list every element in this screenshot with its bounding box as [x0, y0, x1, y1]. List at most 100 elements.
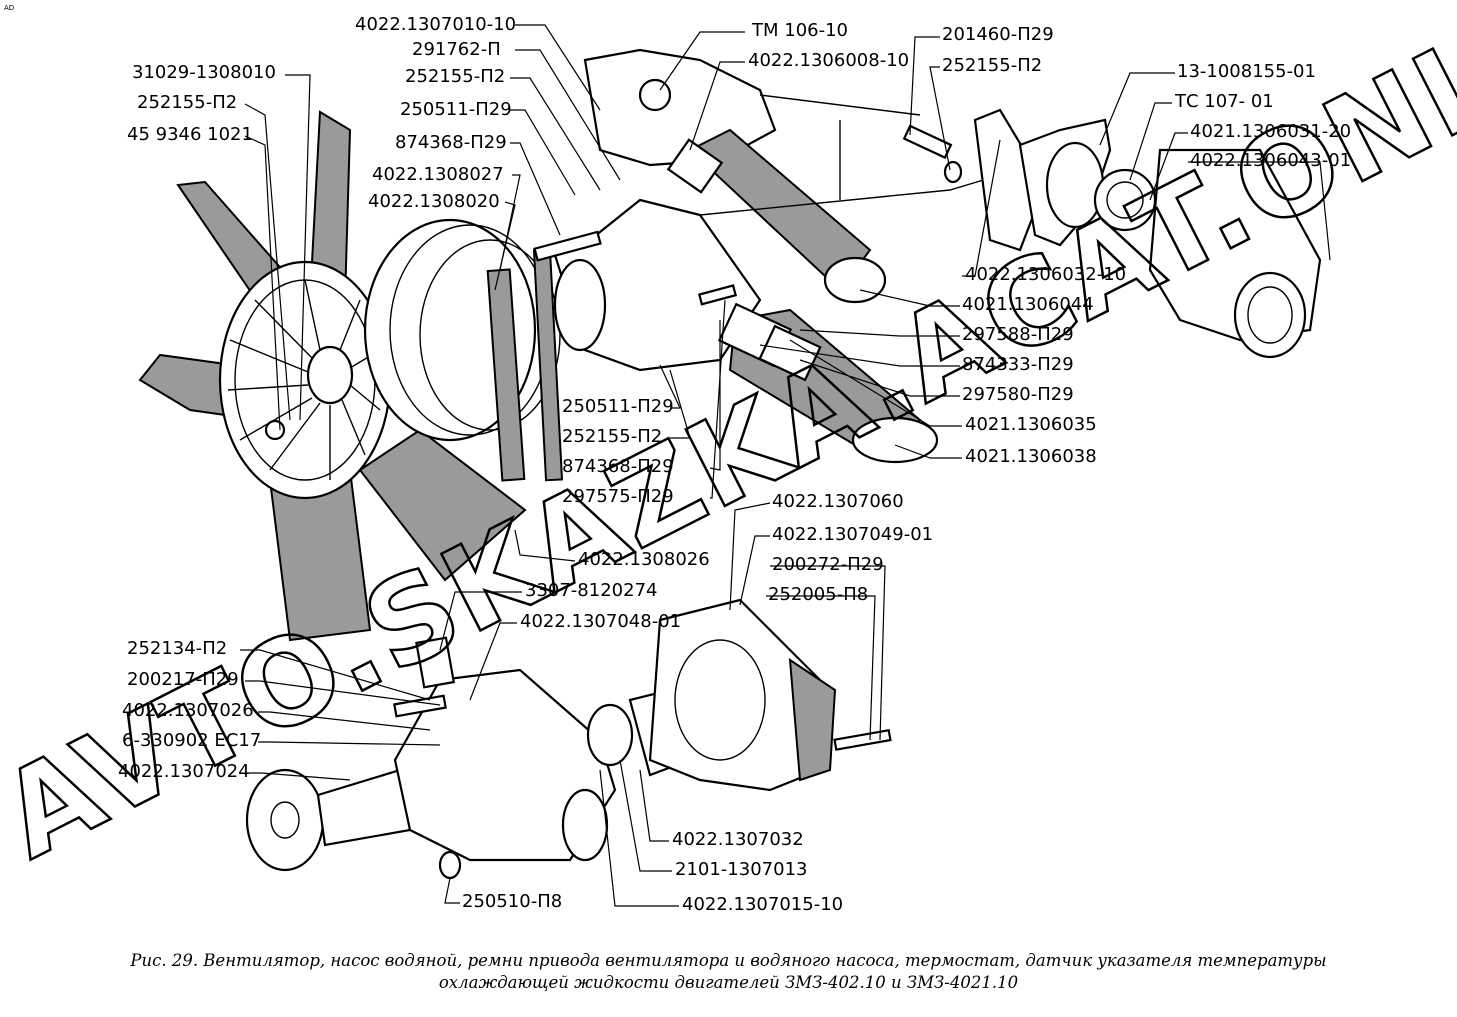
part-label: 13-1008155-01 — [1177, 61, 1316, 82]
thermostat-group — [902, 108, 1322, 359]
leader-line — [1129, 102, 1172, 181]
part-label: 4021.1306035 — [965, 414, 1097, 435]
leader-line — [689, 61, 745, 151]
leader-line — [258, 711, 431, 731]
leader-line — [510, 142, 561, 236]
part-label: 4021.1306031-20 — [1190, 121, 1351, 142]
part-label: 4021.1306038 — [965, 446, 1097, 467]
caption-line-2: охлаждающей жидкости двигателей ЗМЗ-402.… — [438, 973, 1019, 992]
part-label: 874333-П29 — [962, 354, 1074, 375]
part-label: 297575-П29 — [562, 486, 674, 507]
corner-mark: AD — [4, 4, 14, 12]
leader-line — [244, 135, 281, 431]
leader-line — [729, 502, 771, 611]
part-label: 250510-П8 — [462, 891, 562, 912]
part-label: ТМ 106-10 — [751, 20, 848, 41]
water-pump-assembly — [245, 598, 892, 880]
leader-line — [258, 741, 441, 746]
leader-line — [894, 444, 962, 459]
part-label: ТС 107- 01 — [1174, 91, 1274, 112]
leader-line — [244, 103, 291, 421]
part-label: 4022.1307048-01 — [520, 611, 681, 632]
leader-line — [799, 359, 960, 397]
leader-line — [1099, 72, 1175, 146]
leader-line — [929, 66, 951, 171]
stud — [533, 230, 602, 262]
part-label: 252005-П8 — [768, 584, 868, 605]
part-label: 4022.1307010-10 — [355, 14, 516, 35]
part-label: 4022.1307049-01 — [772, 524, 933, 545]
part-label: 4022.1308020 — [368, 191, 500, 212]
pump-hub-flange — [245, 768, 325, 872]
fan-hub-center — [306, 345, 354, 405]
part-label: 874368-П29 — [395, 132, 507, 153]
part-label: 252155-П2 — [562, 426, 662, 447]
leader-line — [659, 364, 681, 409]
leader-line — [439, 591, 522, 651]
upper-housing-assembly — [533, 48, 1001, 464]
part-label: 874368-П29 — [562, 456, 674, 477]
part-label: 3307-8120274 — [525, 580, 657, 601]
part-label: 4022.1307015-10 — [682, 894, 843, 915]
leader-line — [799, 329, 960, 337]
part-label: 6-330902 ЕС17 — [122, 730, 261, 751]
caption-line-1: Рис. 29. Вентилятор, насос водяной, ремн… — [130, 951, 1327, 970]
pump-gasket — [788, 658, 837, 782]
part-label: 297588-П29 — [962, 324, 1074, 345]
leader-line — [444, 877, 460, 904]
pump-nut — [438, 850, 462, 880]
part-label: 2101-1307013 — [675, 859, 807, 880]
leader-line — [240, 649, 431, 701]
part-label: 200272-П29 — [772, 554, 884, 575]
part-label: 4022.1307024 — [118, 761, 250, 782]
leader-line — [770, 565, 886, 741]
leader-line — [909, 36, 940, 136]
part-label: 31029-1308010 — [132, 62, 276, 83]
leader-line — [515, 49, 621, 181]
leader-line — [469, 622, 517, 701]
part-label: 45 9346 1021 — [127, 124, 253, 145]
fan-assembly — [138, 110, 564, 642]
part-label: 4022.1308027 — [372, 164, 504, 185]
part-label: 4022.1306032-10 — [965, 264, 1126, 285]
pump-housing-upper — [553, 198, 762, 372]
thermostat — [1093, 168, 1157, 232]
leader-line — [619, 759, 672, 872]
part-label: 252155-П2 — [942, 55, 1042, 76]
leader-line — [710, 299, 726, 499]
leader-line — [766, 595, 876, 741]
leader-line — [859, 289, 960, 307]
part-label: 4022.1308026 — [578, 549, 710, 570]
pump-seal — [586, 703, 634, 767]
part-label: 200217-П29 — [127, 669, 239, 690]
hose-upper — [688, 128, 872, 292]
part-label: 252155-П2 — [405, 66, 505, 87]
leader-line — [639, 769, 669, 842]
part-label: 4022.1306008-10 — [748, 50, 909, 71]
pump-shaft — [316, 768, 412, 847]
leader-line — [510, 109, 576, 196]
leader-line — [245, 680, 441, 706]
leader-line — [659, 31, 745, 91]
fan-spider — [218, 260, 392, 500]
bolt — [902, 124, 953, 160]
pump-nozzle — [415, 636, 456, 689]
part-label: 252155-П2 — [137, 92, 237, 113]
part-label: 4022.1306043-01 — [1190, 150, 1351, 171]
fan-blade-lower-right — [358, 428, 527, 582]
part-label: 4022.1307032 — [672, 829, 804, 850]
temp-sensor — [638, 78, 672, 112]
leader-line — [285, 74, 311, 421]
part-label: 4022.1307026 — [122, 700, 254, 721]
pipe-outlet — [851, 416, 939, 464]
part-label: 250511-П29 — [562, 396, 674, 417]
leader-line — [789, 339, 962, 427]
part-label: 291762-П — [412, 39, 501, 60]
leader-line — [759, 344, 960, 367]
part-label: 252134-П2 — [127, 638, 227, 659]
leader-line — [1188, 161, 1331, 261]
leader-line — [514, 529, 576, 562]
fan-bolt — [264, 419, 286, 441]
